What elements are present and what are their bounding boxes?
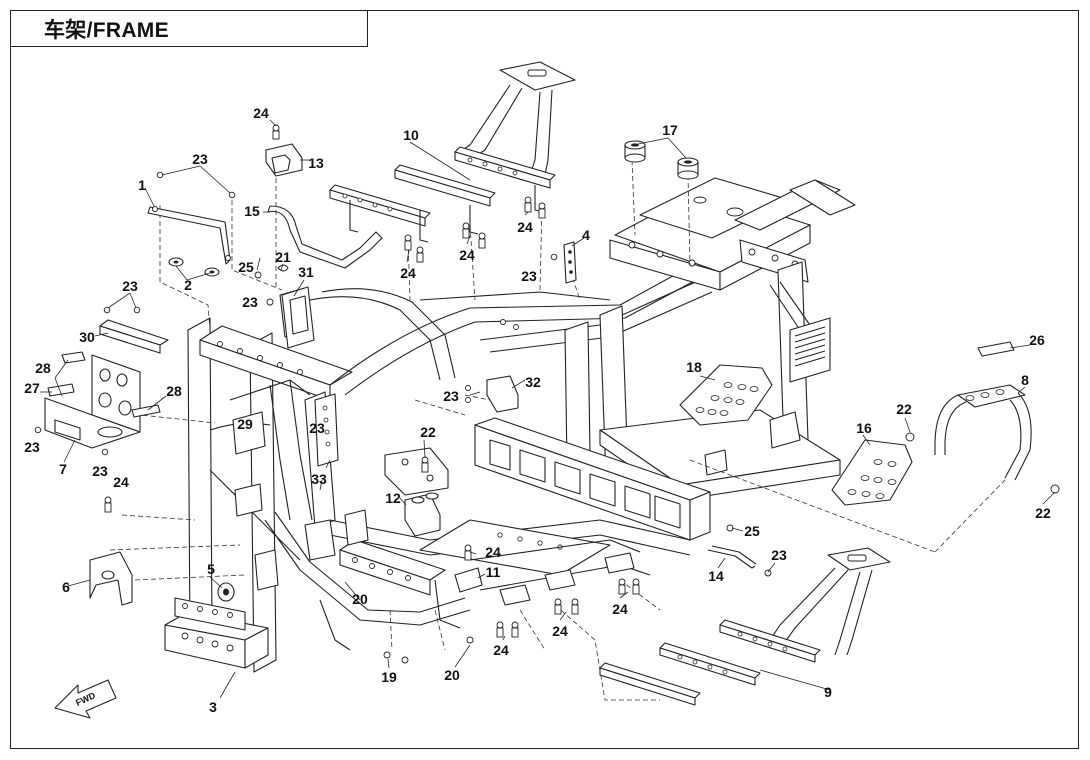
part-18-footrest [679,364,773,426]
callout-24a: 24 [253,105,269,121]
leader-lines [40,119,1056,699]
callout-24i: 24 [612,601,628,617]
callout-22c: 22 [1035,505,1051,521]
fwd-arrow-icon: FWD [54,679,117,719]
callout-7: 7 [59,461,67,477]
part-14-bracket [707,545,757,569]
part-4-plate [563,241,577,284]
callout-21: 21 [275,249,291,265]
part-17-rubber-mounts [624,140,699,180]
callout-23i: 23 [771,547,787,563]
part-12-bracket [404,492,441,537]
callout-1: 1 [138,177,146,193]
main-frame [164,177,856,673]
callout-5: 5 [207,561,215,577]
callout-11: 11 [486,564,501,580]
callout-28a: 28 [35,360,51,376]
callout-22b: 22 [420,424,436,440]
callout-27: 27 [24,380,40,396]
callout-22a: 22 [896,401,912,417]
callout-12: 12 [385,490,401,506]
part-2-washers [168,257,220,277]
callout-15: 15 [244,203,260,219]
callout-23a: 23 [192,151,208,167]
part-11-clamp [454,567,483,593]
title-box [10,10,368,47]
part-6-bracket [89,551,133,606]
callout-23d: 23 [24,439,40,455]
part-15-strap [267,205,383,269]
part-13-bracket [265,143,303,177]
callout-13: 13 [308,155,324,171]
diagram-border [10,10,1079,749]
callout-31: 31 [298,264,314,280]
part-22-bracket-center [384,447,449,496]
callout-32: 32 [525,374,541,390]
callout-25b: 25 [744,523,760,539]
part-31-bracket [281,286,315,349]
callout-26: 26 [1029,332,1045,348]
callout-4: 4 [582,227,590,243]
callout-2: 2 [184,277,192,293]
callout-28b: 28 [166,383,182,399]
part-16-footrest [831,439,913,506]
callout-23c: 23 [242,294,258,310]
callout-14: 14 [708,568,724,584]
callout-16: 16 [856,420,872,436]
part-10-rails [329,61,576,243]
callout-24c: 24 [459,247,475,263]
callout-labels: 1 2 3 4 5 6 7 8 9 10 11 12 13 14 15 16 1… [24,105,1051,715]
callout-17: 17 [662,122,678,138]
part-26-pad [977,341,1015,357]
part-1-bracket [147,206,231,265]
callout-20a: 20 [352,591,368,607]
callout-24d: 24 [517,219,533,235]
callout-30: 30 [79,329,95,345]
callout-6: 6 [62,579,70,595]
callout-24h: 24 [552,623,568,639]
callout-23g: 23 [443,388,459,404]
fasteners [34,124,1060,664]
callout-18: 18 [686,359,702,375]
callout-3: 3 [209,699,217,715]
callout-24g: 24 [493,642,509,658]
part-7-battery-box [44,354,141,449]
callout-23e: 23 [92,463,108,479]
callout-19: 19 [381,669,397,685]
callout-24b: 24 [400,265,416,281]
part-5-bushing [217,582,235,602]
callout-24f: 24 [485,544,501,560]
page-title: 车架/FRAME [44,19,169,42]
callout-23h: 23 [521,268,537,284]
callout-8: 8 [1021,372,1029,388]
callout-29: 29 [237,416,253,432]
part-30-bracket [99,319,169,354]
callout-24e: 24 [113,474,129,490]
floor-brackets [499,552,635,606]
callout-20b: 20 [444,667,460,683]
callout-33: 33 [311,471,327,487]
part-27-pad [47,383,75,397]
callout-23f: 23 [309,420,325,436]
callout-25a: 25 [238,259,254,275]
part-9-rails [599,547,891,706]
callout-10: 10 [403,127,419,143]
part-21-clip [277,264,289,272]
part-8-rear-guard [934,384,1032,481]
part-32-bracket [486,375,519,413]
callout-9: 9 [824,684,832,700]
callout-23b: 23 [122,278,138,294]
